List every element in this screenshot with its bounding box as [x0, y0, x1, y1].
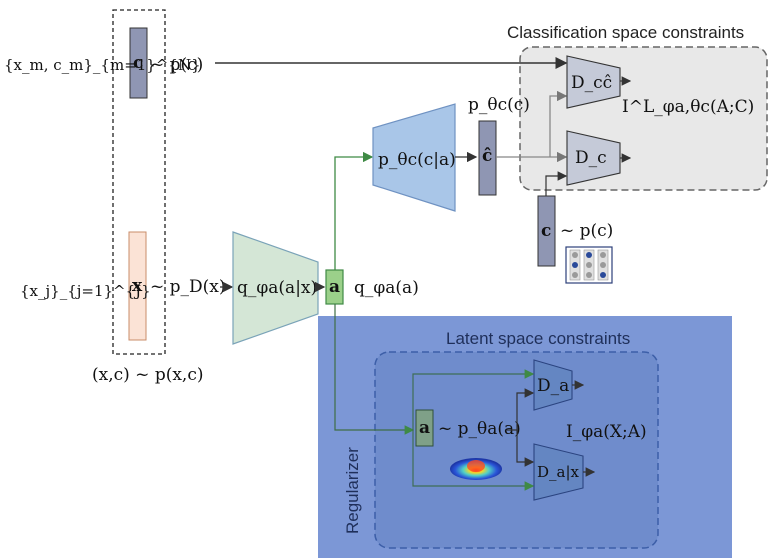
dataset-unlabeled: {x_j}_{j=1}^{J}: [20, 282, 151, 300]
a-box-label: a: [329, 277, 340, 297]
x-box-label: x: [132, 276, 143, 296]
prior-to-da-arrow: [507, 388, 535, 431]
dcc-label: D_cĉ: [571, 73, 612, 93]
da-block: [533, 359, 573, 411]
x-box: [128, 231, 147, 341]
classification-title: Classification space constraints: [507, 23, 744, 42]
decoder-label: p_θc(c|a): [378, 150, 456, 170]
categorical-sample-icon: [565, 246, 613, 284]
prior-a-label: ~ p_θa(a): [438, 419, 521, 439]
pc-label: ~ p(c): [150, 55, 203, 75]
a-to-regularizer-arrow: [334, 304, 415, 435]
regularizer-label: Regularizer: [343, 447, 362, 534]
decoder-block: [372, 103, 456, 212]
latent-a-label: a: [419, 418, 430, 438]
dc-block: [566, 130, 621, 186]
joint-label: (x,c) ~ p(x,c): [92, 365, 204, 385]
a-to-dax-arrow: [412, 430, 535, 491]
dc-label: D_c: [575, 148, 607, 168]
sampled-c-label: c: [541, 221, 551, 241]
pc-theta-label: p_θc(c): [468, 95, 530, 115]
chat-box: [478, 120, 497, 196]
dax-block: [533, 443, 584, 501]
a-to-da-arrow: [412, 369, 535, 430]
a-to-decoder-arrow: [334, 151, 374, 270]
dcc-block: [566, 55, 621, 109]
c-box-label: c: [133, 53, 143, 73]
encoder-label: q_φa(a|x): [237, 278, 317, 298]
mi-latent-label: I_φa(X;A): [566, 422, 647, 442]
pdx-label: ~ p_D(x): [150, 277, 226, 297]
sample-pc-label: ~ p(c): [560, 221, 613, 241]
prior-to-dax-arrow: [516, 430, 535, 467]
data-group-box: [112, 9, 166, 355]
qa-label: q_φa(a): [354, 278, 419, 298]
latent-a-box: [415, 409, 434, 447]
sampled-c-to-dc-arrow: [545, 171, 568, 196]
chat-box-label: ĉ: [482, 146, 492, 166]
dataset-labeled: {x_m, c_m}_{m=1}^{N}: [4, 56, 201, 74]
dax-label: D_a|x: [537, 463, 580, 481]
da-label: D_a: [537, 376, 569, 396]
encoder-block: [232, 231, 319, 345]
c-box: [129, 27, 148, 99]
classification-panel: [519, 46, 768, 191]
gaussian-prior-icon: [450, 458, 502, 480]
latent-title: Latent space constraints: [446, 329, 630, 348]
chat-to-dcc-arrow: [549, 90, 568, 157]
mi-class-label: I^L_φa,θc(A;C): [622, 97, 754, 117]
